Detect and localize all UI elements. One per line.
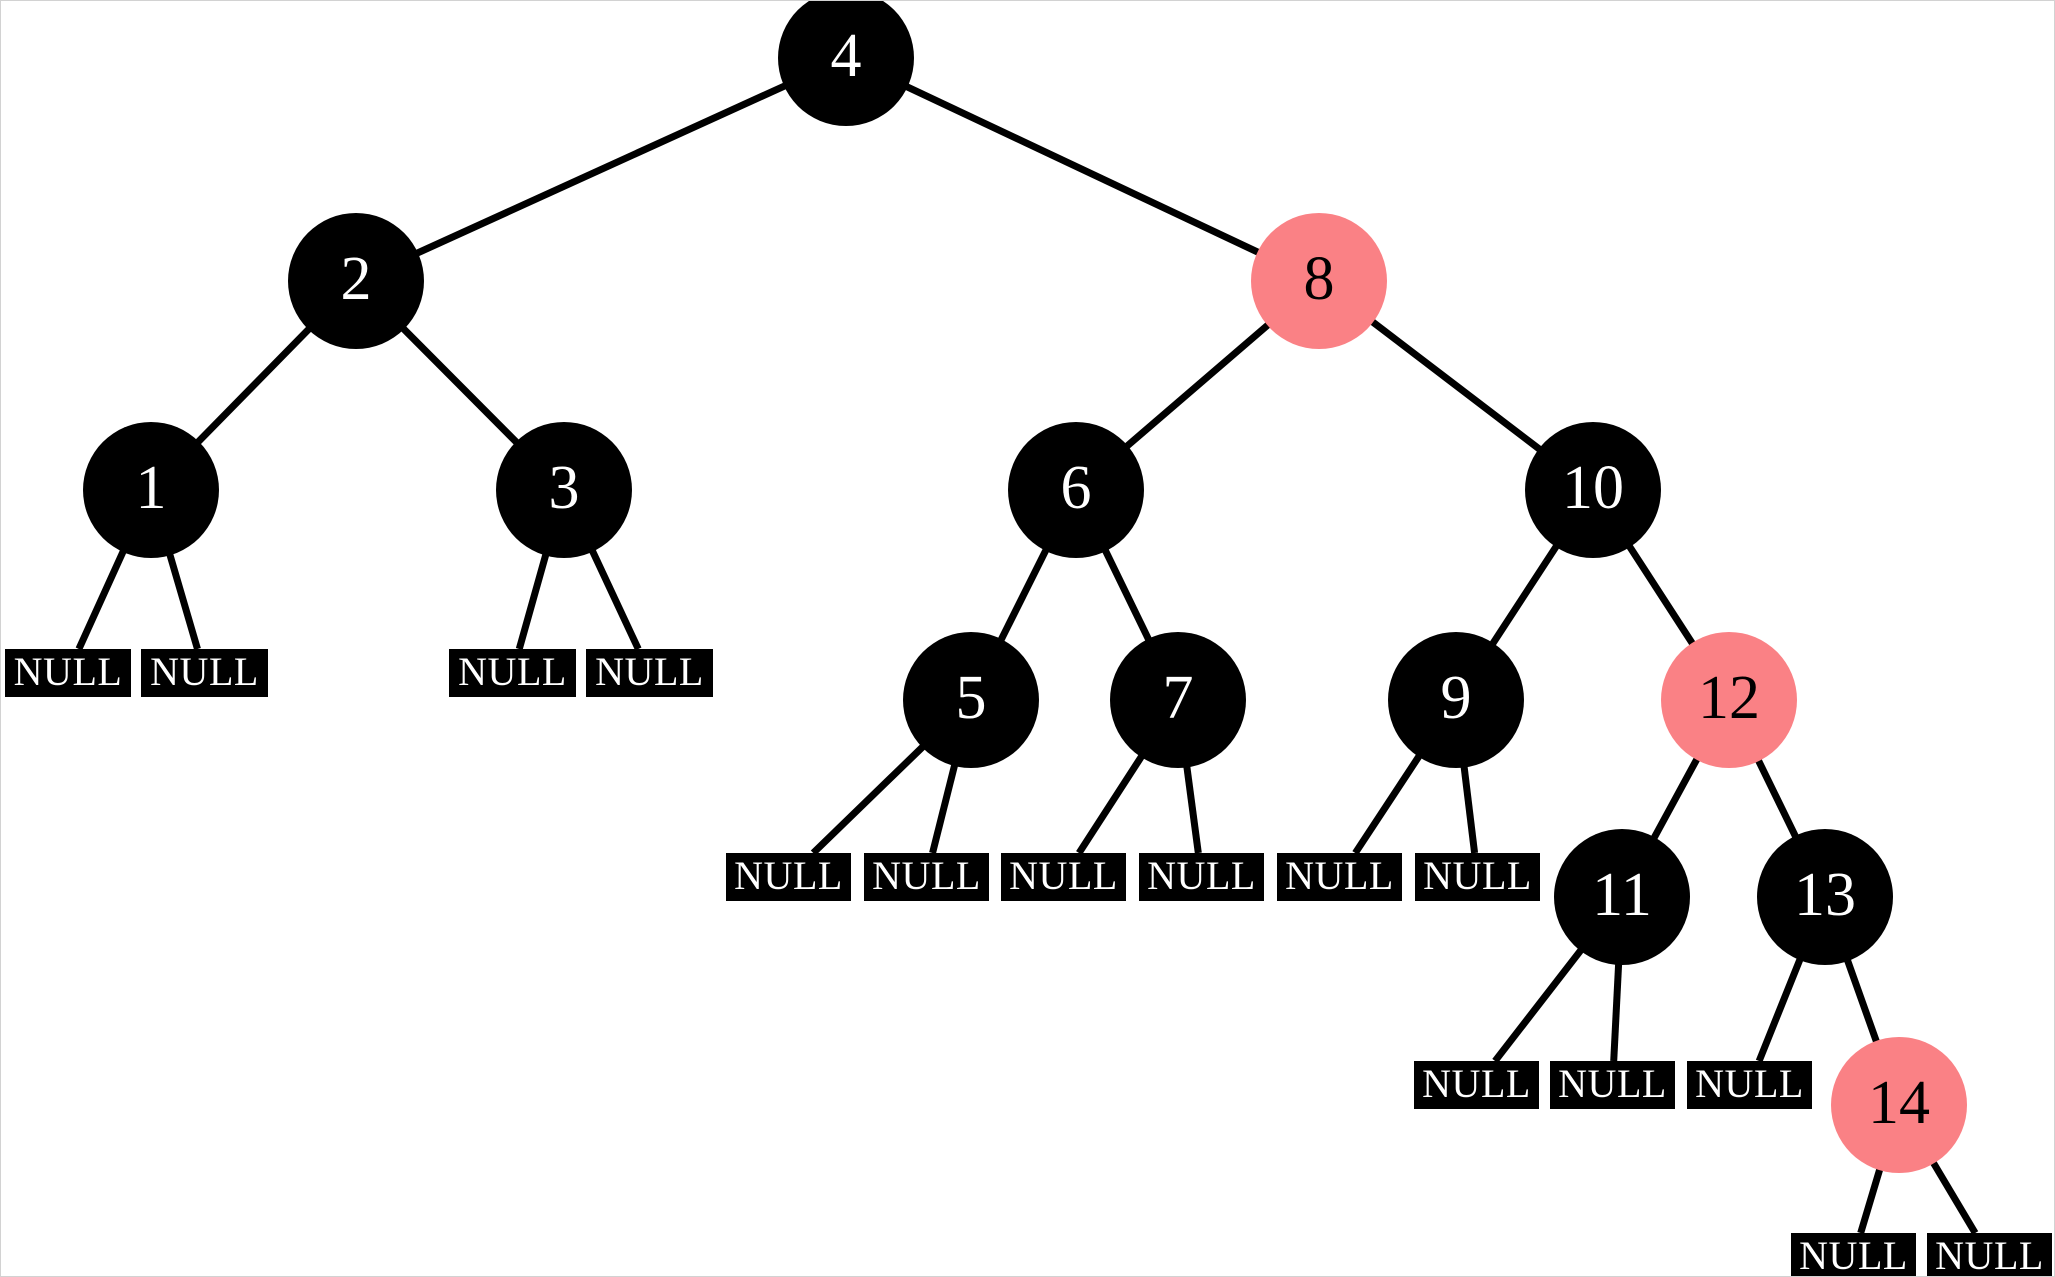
null-leaf-label: NULL: [1285, 853, 1394, 898]
null-leaf-node: NULL: [1139, 853, 1264, 901]
tree-node-label: 14: [1868, 1069, 1930, 1137]
null-leaf-label: NULL: [872, 853, 981, 898]
tree-node-label: 8: [1303, 245, 1335, 313]
tree-node-label: 9: [1440, 664, 1472, 732]
tree-node-3[interactable]: 3: [496, 422, 632, 558]
tree-node-label: 11: [1592, 861, 1652, 929]
null-leaf-node: NULL: [1791, 1233, 1916, 1277]
tree-node-12[interactable]: 12: [1661, 632, 1797, 768]
tree-node-label: 2: [340, 245, 372, 313]
tree-node-2[interactable]: 2: [288, 213, 424, 349]
tree-node-10[interactable]: 10: [1525, 422, 1661, 558]
tree-node-11[interactable]: 11: [1554, 829, 1690, 965]
tree-node-label: 6: [1060, 454, 1092, 522]
tree-node-5[interactable]: 5: [903, 632, 1039, 768]
tree-node-label: 5: [955, 664, 987, 732]
null-leaf-label: NULL: [1935, 1233, 2044, 1277]
null-leaf-node: NULL: [449, 649, 576, 697]
null-leaf-node: NULL: [864, 853, 989, 901]
tree-node-label: 3: [548, 454, 580, 522]
null-leaf-node: NULL: [1927, 1233, 2052, 1277]
tree-node-9[interactable]: 9: [1388, 632, 1524, 768]
null-leaf-label: NULL: [734, 853, 843, 898]
tree-node-1[interactable]: 1: [83, 422, 219, 558]
null-leaf-label: NULL: [13, 649, 123, 694]
null-leaf-label: NULL: [1147, 853, 1256, 898]
tree-node-13[interactable]: 13: [1757, 829, 1893, 965]
tree-node-label: 1: [135, 454, 167, 522]
null-leaf-node: NULL: [141, 649, 268, 697]
null-leaf-label: NULL: [1799, 1233, 1908, 1277]
tree-node-6[interactable]: 6: [1008, 422, 1144, 558]
null-leaf-label: NULL: [1422, 1061, 1531, 1106]
null-leaf-label: NULL: [1009, 853, 1118, 898]
null-leaf-node: NULL: [1415, 853, 1540, 901]
null-leaf-node: NULL: [1687, 1061, 1812, 1109]
tree-node-label: 10: [1562, 454, 1624, 522]
null-leaf-label: NULL: [1558, 1061, 1667, 1106]
null-leaf-node: NULL: [1277, 853, 1402, 901]
null-leaf-label: NULL: [458, 649, 567, 694]
null-leaf-node: NULL: [1550, 1061, 1675, 1109]
tree-node-14[interactable]: 14: [1831, 1037, 1967, 1173]
null-leaf-node: NULL: [586, 649, 713, 697]
null-leaf-label: NULL: [1695, 1061, 1804, 1106]
null-leaf-node: NULL: [5, 649, 131, 697]
tree-node-label: 4: [830, 22, 862, 90]
tree-node-label: 12: [1698, 664, 1760, 732]
null-leaf-node: NULL: [726, 853, 851, 901]
null-leaf-node: NULL: [1001, 853, 1126, 901]
null-leaf-label: NULL: [595, 649, 704, 694]
null-leaf-label: NULL: [1423, 853, 1532, 898]
tree-node-8[interactable]: 8: [1251, 213, 1387, 349]
tree-node-4[interactable]: 4: [778, 1, 914, 126]
tree-node-7[interactable]: 7: [1110, 632, 1246, 768]
tree-node-label: 13: [1794, 861, 1856, 929]
tree-node-label: 7: [1162, 664, 1194, 732]
null-leaf-label: NULL: [150, 649, 259, 694]
null-leaf-node: NULL: [1414, 1061, 1539, 1109]
